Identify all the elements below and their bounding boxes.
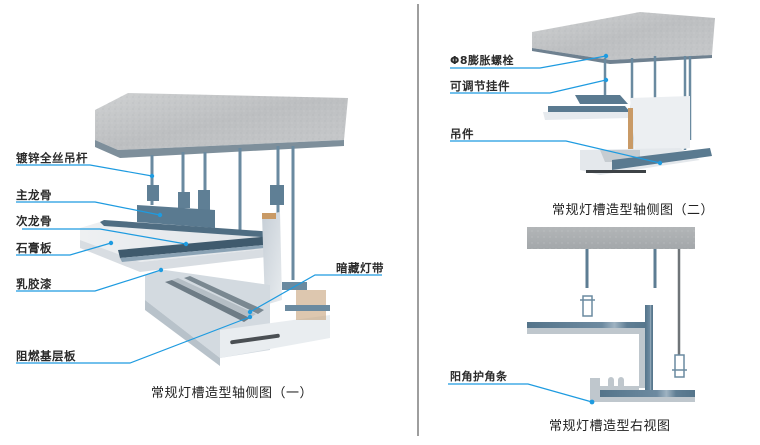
leader-main-keel [16, 201, 161, 216]
label-main-keel: 主龙骨 [16, 188, 52, 202]
left-leader-dots [108, 173, 253, 320]
concrete-slab [95, 93, 348, 158]
label-hanger: 吊件 [450, 127, 474, 141]
leader-secondary-keel [22, 228, 187, 245]
secondary-keel-shape [100, 220, 275, 238]
figure-top-right-illustration [532, 12, 715, 175]
hanger-clips [147, 185, 284, 214]
figure-left-illustration [80, 93, 348, 366]
label-corner-protector: 阳角护角条 [450, 370, 508, 383]
caption-left-figure: 常规灯槽造型轴侧图（一） [151, 386, 314, 401]
leader-expansion-bolt [450, 55, 607, 69]
label-secondary-keel: 次龙骨 [16, 214, 52, 228]
top-right-leader-dots [603, 53, 663, 166]
label-gypsum-board: 石膏板 [16, 241, 52, 255]
bottom-right-leader-lines [448, 383, 593, 403]
label-latex-paint: 乳胶漆 [16, 277, 52, 291]
leader-adjustable-hanger [450, 79, 607, 94]
leader-hidden-light-strip [249, 274, 382, 313]
leader-latex-paint [16, 269, 162, 292]
leader-gypsum-board [16, 242, 112, 256]
label-galvanized-rod: 镀锌全丝吊杆 [16, 151, 88, 165]
label-fire-retardant-board: 阻燃基层板 [16, 349, 76, 363]
leader-hanger [450, 140, 661, 164]
main-keel-shape [137, 205, 215, 228]
label-adjustable-hanger: 可调节挂件 [450, 79, 510, 93]
top-right-leader-lines [450, 55, 661, 164]
left-leader-lines [16, 164, 382, 364]
caption-bottom-right-figure: 常规灯槽造型右视图 [549, 419, 671, 434]
leader-corner-protector [448, 383, 593, 403]
leader-galvanized-rod [16, 164, 153, 177]
leader-fire-retardant-board [16, 316, 251, 364]
label-hidden-light-strip: 暗藏灯带 [336, 261, 384, 275]
leader-corner-protector-dot [589, 399, 595, 405]
caption-top-right-figure: 常规灯槽造型轴侧图（二） [552, 203, 715, 218]
label-expansion-bolt: Φ8膨胀螺栓 [450, 54, 515, 67]
figure-bottom-right-illustration [527, 227, 695, 402]
right-bracket [282, 282, 330, 320]
light-strip-tubes [165, 276, 264, 322]
